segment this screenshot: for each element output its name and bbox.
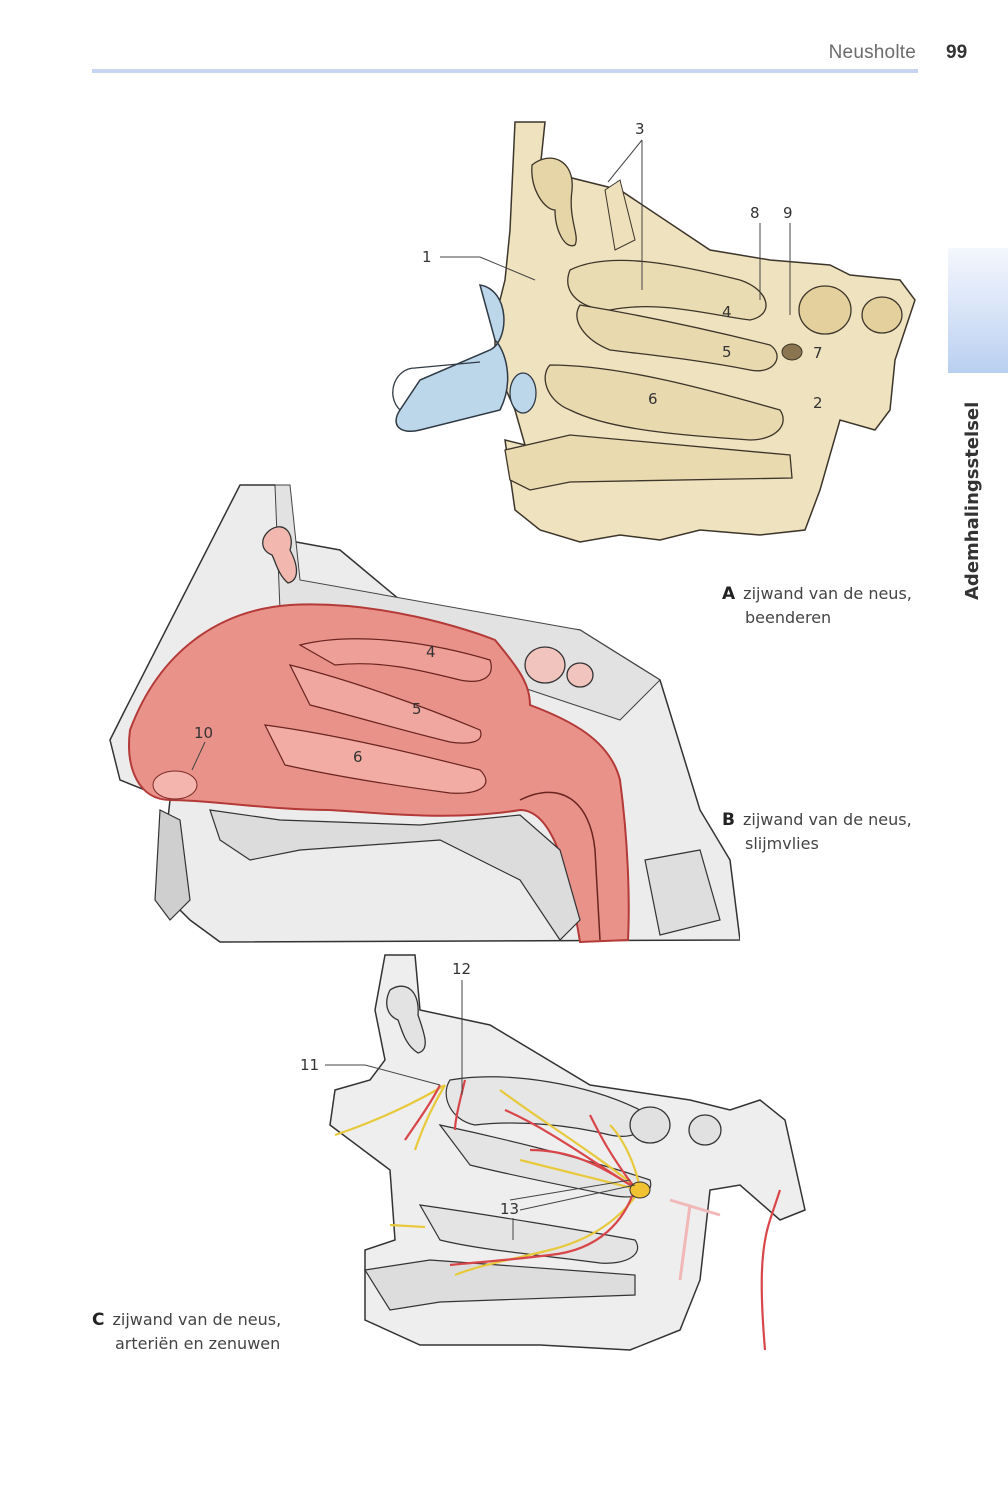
label-5: 5: [722, 343, 732, 361]
label-b-6: 6: [353, 748, 363, 766]
running-title: Neusholte: [828, 42, 916, 63]
caption-c-letter: C: [92, 1310, 105, 1330]
chapter-tab: [948, 248, 1008, 373]
label-8: 8: [750, 204, 760, 222]
caption-a-letter: A: [722, 584, 736, 604]
figure-c-vessels-nerves: 11 12 13: [290, 950, 830, 1370]
label-9: 9: [783, 204, 793, 222]
caption-b-line2: slijmvlies: [745, 834, 819, 853]
caption-a-line1: zijwand van de neus,: [743, 584, 912, 603]
caption-b-line1: zijwand van de neus,: [742, 810, 912, 829]
label-b-10: 10: [194, 724, 213, 742]
page-number: 99: [946, 42, 968, 63]
label-b-4: 4: [426, 643, 436, 661]
figure-a-bones: 1 3 8 9 4 5 7 6 2: [380, 110, 920, 550]
caption-b-letter: B: [722, 810, 735, 830]
figure-a-illustration: 1 3 8 9 4 5 7 6 2: [392, 120, 916, 543]
label-12: 12: [452, 960, 471, 978]
label-7: 7: [813, 344, 823, 362]
label-b-5: 5: [412, 700, 422, 718]
label-13: 13: [500, 1200, 519, 1218]
caption-c-line1: zijwand van de neus,: [112, 1310, 282, 1329]
label-2: 2: [813, 394, 823, 412]
label-1: 1: [422, 248, 432, 266]
chapter-label: Ademhalingsstelsel: [962, 401, 983, 600]
caption-c-line2: arteriën en zenuwen: [115, 1334, 281, 1353]
figure-b-illustration: 4 5 6 10: [109, 484, 740, 944]
label-11: 11: [300, 1056, 319, 1074]
header-rule: [92, 69, 918, 73]
label-4: 4: [722, 303, 732, 321]
figure-b-mucosa: 4 5 6 10: [100, 480, 740, 950]
figure-c-illustration: 11 12 13: [300, 954, 806, 1351]
label-6: 6: [648, 390, 658, 408]
caption-a-line2: beenderen: [745, 608, 832, 627]
label-3: 3: [635, 120, 645, 138]
